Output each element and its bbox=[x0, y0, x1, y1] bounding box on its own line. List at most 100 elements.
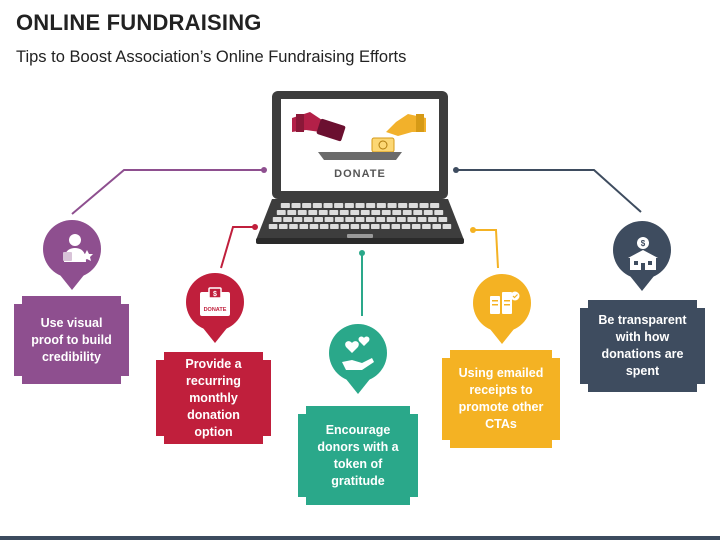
tip-card-transparency: Be transparent with how donations are sp… bbox=[580, 300, 705, 392]
keyboard-key bbox=[407, 217, 417, 222]
keyboard-key bbox=[334, 203, 344, 208]
keyboard-key bbox=[413, 210, 423, 215]
tip-text: Using emailed receipts to promote other … bbox=[458, 366, 544, 431]
connector-yellow bbox=[473, 229, 499, 269]
keyboard-key bbox=[392, 210, 402, 215]
tip-card-token-gratitude: Encourage donors with a token of gratitu… bbox=[298, 406, 418, 505]
keyboard-key bbox=[280, 203, 290, 208]
keyboard-key bbox=[318, 210, 328, 215]
keyboard-key bbox=[291, 203, 301, 208]
keyboard-key bbox=[381, 210, 391, 215]
keyboard-key bbox=[391, 224, 401, 229]
keyboard-key bbox=[279, 224, 288, 229]
keyboard-key bbox=[334, 217, 344, 222]
keyboard-key bbox=[411, 224, 421, 229]
giving-hand-icon bbox=[292, 112, 346, 142]
keyboard-key bbox=[366, 203, 376, 208]
keyboard-key bbox=[287, 210, 297, 215]
keyboard-key bbox=[345, 217, 355, 222]
connector-purple bbox=[71, 169, 264, 215]
keyboard-key bbox=[340, 224, 349, 229]
keyboard-key bbox=[302, 203, 312, 208]
connectors bbox=[71, 167, 642, 316]
hand-hearts-icon bbox=[342, 336, 374, 370]
keyboard-key bbox=[432, 224, 441, 229]
keyboard-key bbox=[386, 217, 396, 222]
laptop: DONATE bbox=[256, 91, 464, 244]
keyboard-key bbox=[360, 224, 370, 229]
keyboard-key bbox=[438, 217, 448, 222]
card-shapes bbox=[14, 296, 705, 505]
page-subtitle: Tips to Boost Association’s Online Fundr… bbox=[16, 48, 407, 66]
connector-red bbox=[220, 226, 255, 269]
pin-yellow bbox=[473, 274, 531, 344]
keyboard-key bbox=[314, 217, 323, 222]
keyboard-key bbox=[329, 210, 339, 215]
tip-card-emailed-receipts: Using emailed receipts to promote other … bbox=[442, 350, 560, 448]
keyboard-key bbox=[360, 210, 370, 215]
keyboard-key bbox=[324, 217, 334, 222]
card-bg-navy bbox=[580, 300, 705, 392]
keyboard-key bbox=[319, 224, 329, 229]
tip-text: Provide a recurring monthly donation opt… bbox=[185, 356, 242, 439]
keyboard-key bbox=[276, 210, 286, 215]
keyboard-key bbox=[434, 210, 444, 215]
keyboard-key bbox=[330, 224, 339, 229]
keyboard-key bbox=[387, 203, 397, 208]
keyboard-key bbox=[344, 203, 354, 208]
keyboard-key bbox=[323, 203, 333, 208]
keyboard-key bbox=[376, 203, 386, 208]
pin-navy: $ bbox=[613, 221, 671, 291]
keyboard-key bbox=[312, 203, 322, 208]
keyboard-key bbox=[293, 217, 303, 222]
card-bg-red bbox=[156, 352, 271, 444]
tip-text: Encourage donors with a token of gratitu… bbox=[317, 422, 399, 488]
tip-text: Use visual proof to build credibility bbox=[31, 315, 112, 364]
receipt-checklist-icon bbox=[490, 291, 520, 314]
keyboard-key bbox=[272, 217, 282, 222]
keyboard-key bbox=[401, 224, 411, 229]
keyboard-key bbox=[289, 224, 298, 229]
keyboard-key bbox=[419, 203, 429, 208]
bottom-bar bbox=[0, 536, 720, 540]
tip-text: Be transparent with how donations are sp… bbox=[598, 313, 687, 378]
keyboard-key bbox=[303, 217, 313, 222]
donation-box-icon: $ DONATE bbox=[200, 287, 230, 316]
keyboard-key bbox=[350, 210, 360, 215]
keyboard bbox=[268, 203, 452, 229]
page-title: ONLINE FUNDRAISING bbox=[16, 10, 262, 35]
keyboard-key bbox=[355, 203, 365, 208]
keyboard-key bbox=[350, 224, 360, 229]
card-bg-green bbox=[298, 406, 418, 505]
keyboard-key bbox=[268, 224, 278, 229]
keyboard-key bbox=[423, 210, 433, 215]
card-bg-yellow bbox=[442, 350, 560, 448]
keyboard-key bbox=[355, 217, 365, 222]
pin-red: $ DONATE bbox=[186, 273, 244, 343]
svg-text:$: $ bbox=[213, 291, 217, 298]
keyboard-key bbox=[283, 217, 292, 222]
pin-purple bbox=[43, 220, 101, 290]
card-bg-purple bbox=[14, 296, 129, 384]
keyboard-key bbox=[417, 217, 427, 222]
keyboard-key bbox=[381, 224, 390, 229]
keyboard-key bbox=[308, 210, 318, 215]
keyboard-key bbox=[376, 217, 386, 222]
keyboard-key bbox=[402, 210, 412, 215]
keyboard-key bbox=[397, 217, 406, 222]
keyboard-key bbox=[442, 224, 452, 229]
money-house-icon: $ bbox=[628, 237, 658, 270]
keyboard-key bbox=[299, 224, 309, 229]
tip-card-recurring-donation: Provide a recurring monthly donation opt… bbox=[156, 352, 271, 444]
keyboard-key bbox=[339, 210, 349, 215]
keyboard-key bbox=[371, 224, 380, 229]
keyboard-key bbox=[422, 224, 431, 229]
keyboard-key bbox=[430, 203, 440, 208]
credibility-person-icon bbox=[63, 234, 93, 262]
svg-text:$: $ bbox=[641, 239, 646, 248]
tip-card-visual-proof: Use visual proof to build credibility bbox=[14, 296, 129, 384]
keyboard-key bbox=[366, 217, 375, 222]
laptop-donate-label: DONATE bbox=[334, 168, 386, 180]
keyboard-key bbox=[371, 210, 381, 215]
